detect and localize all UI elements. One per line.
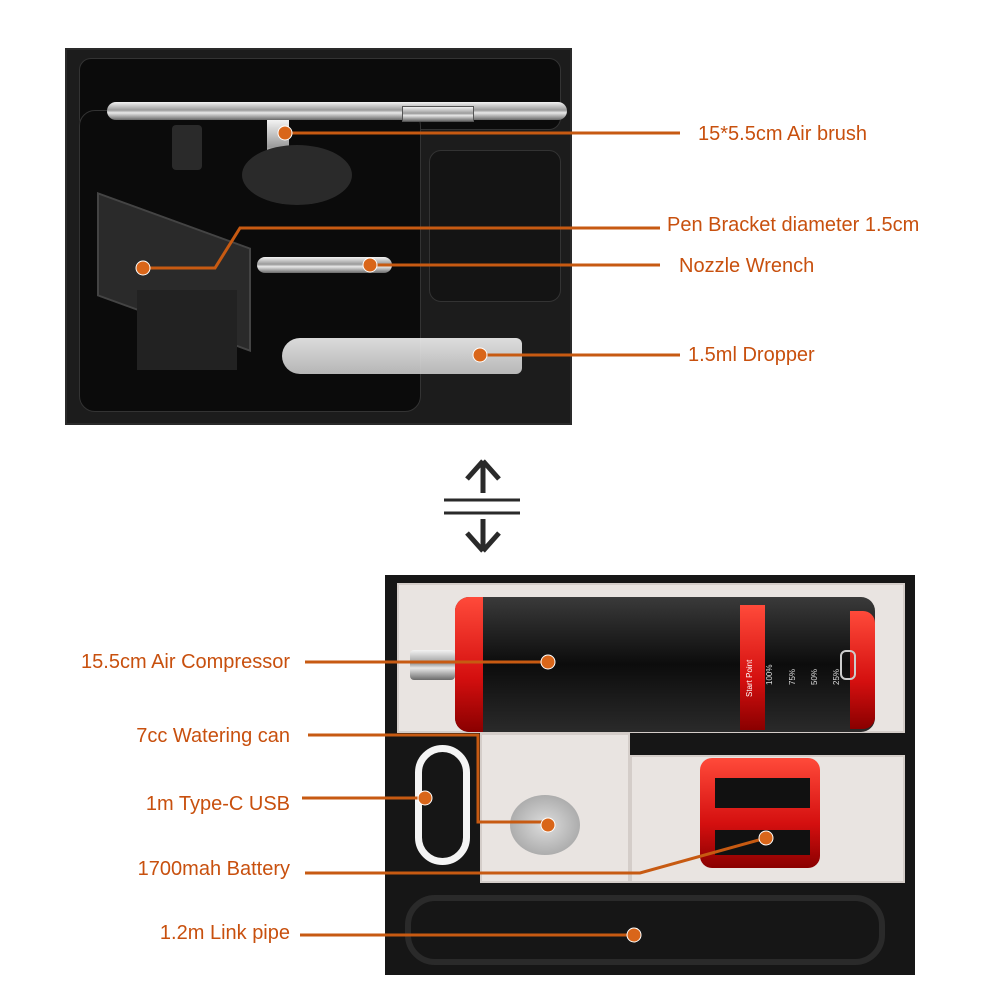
- label-battery: 1700mah Battery: [137, 858, 290, 880]
- link-pipe: [405, 895, 885, 965]
- pen-bracket-base: [137, 290, 237, 370]
- airbrush-grip: [402, 106, 474, 122]
- label-pen-bracket: Pen Bracket diameter 1.5cm: [667, 214, 920, 236]
- marker-dot: [472, 347, 488, 363]
- label-compressor: 15.5cm Air Compressor: [81, 651, 290, 673]
- up-down-arrows-icon: [444, 459, 520, 553]
- marker-dot: [135, 260, 151, 276]
- marker-dot: [626, 927, 642, 943]
- airbrush-cup: [242, 145, 352, 205]
- label-airbrush: 15*5.5cm Air brush: [698, 123, 867, 145]
- label-dropper: 1.5ml Dropper: [688, 344, 815, 366]
- leader-watering-can: [308, 733, 548, 824]
- compressor-box: Start Point 100% 75% 50% 25%: [385, 575, 915, 975]
- marker-dot: [540, 817, 556, 833]
- marker-dot: [758, 830, 774, 846]
- marker-dot: [417, 790, 433, 806]
- label-link-pipe: 1.2m Link pipe: [159, 922, 290, 944]
- leader-battery: [305, 836, 767, 875]
- marker-dot: [540, 654, 556, 670]
- label-nozzle-wrench: Nozzle Wrench: [679, 255, 815, 277]
- usb-cable: [415, 745, 470, 865]
- usb-c-port: [840, 650, 856, 680]
- air-compressor: [455, 597, 875, 732]
- battery-band: [715, 778, 810, 808]
- compressor-band: [740, 605, 765, 730]
- airbrush-trigger-block: [172, 125, 202, 170]
- marker-dot: [277, 125, 293, 141]
- empty-well: [429, 150, 561, 302]
- marker-dot: [362, 257, 378, 273]
- compressor-knob: [410, 650, 455, 680]
- label-usb: 1m Type-C USB: [145, 793, 290, 815]
- compressor-cap-left: [455, 597, 483, 732]
- label-watering-can: 7cc Watering can: [136, 725, 290, 747]
- nozzle-wrench: [257, 257, 392, 273]
- leader-pen-bracket: [143, 226, 660, 270]
